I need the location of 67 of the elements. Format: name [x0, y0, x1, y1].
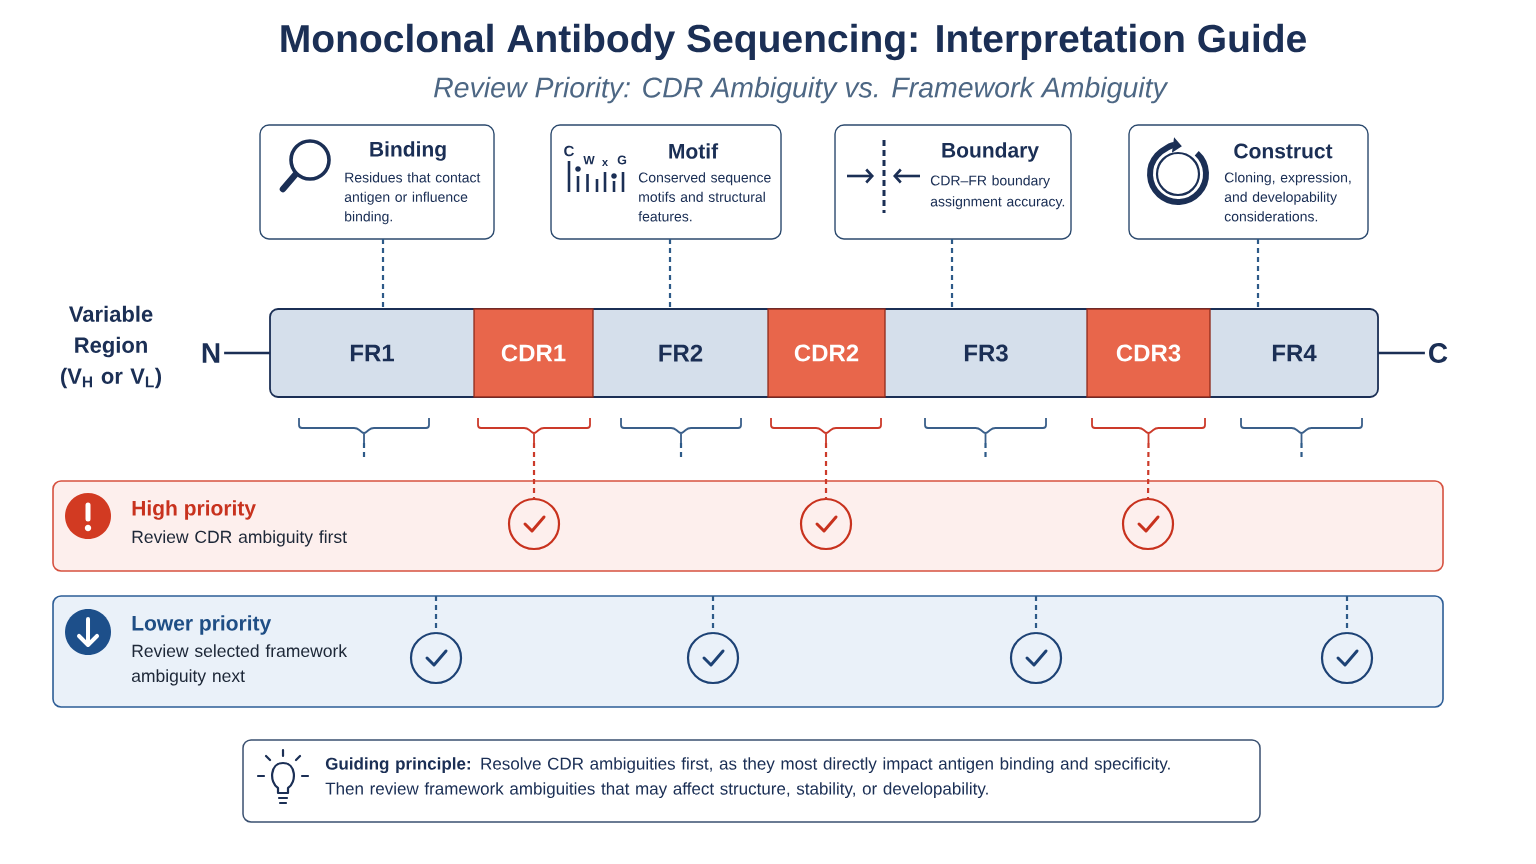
card-text: Conserved sequence motifs and structural features. — [638, 172, 771, 222]
dashed-connector — [1300, 443, 1303, 458]
info-card — [550, 124, 782, 240]
check-icon — [507, 497, 561, 551]
bracket — [477, 417, 591, 444]
band-text: Review selected framework ambiguity next — [131, 644, 348, 686]
bracket — [298, 417, 430, 444]
sequence-letter: G — [617, 155, 627, 165]
sequence-letter: C — [564, 145, 574, 157]
info-card — [259, 124, 495, 240]
segment-label: FR4 — [1272, 344, 1317, 362]
check-icon — [799, 497, 853, 551]
bracket — [620, 417, 742, 444]
sequence-letter: x — [602, 160, 608, 166]
info-card — [834, 124, 1072, 240]
band-heading: Lower priority — [132, 615, 272, 635]
card-title: Construct — [1234, 143, 1333, 159]
dashed-connector — [1345, 596, 1349, 633]
dashed-connector — [824, 443, 828, 499]
band-text: Review CDR ambiguity first — [132, 530, 347, 547]
dashed-connector — [679, 443, 683, 458]
card-text: Residues that contact antigen or influence binding. — [344, 172, 481, 225]
cdr-segment: CDR3 — [1086, 308, 1211, 398]
card-text: CDR–FR boundary assignment accuracy. — [930, 175, 1065, 210]
band-heading: High priority — [132, 500, 256, 520]
terminus-label: N — [202, 343, 220, 363]
check-icon — [1320, 631, 1374, 685]
dashed-connector — [984, 443, 987, 458]
info-card — [1128, 124, 1369, 240]
segment-label: FR3 — [964, 344, 1008, 362]
segment-label: FR2 — [659, 344, 703, 362]
card-text: Cloning, expression, and developability considerations. — [1224, 172, 1351, 222]
dashed-connector — [950, 239, 954, 309]
check-icon — [1009, 631, 1063, 685]
dashed-connector — [668, 239, 672, 309]
note-text: Guiding principle: Resolve CDR ambiguities first, as they most directly impact antigen binding and specificity. Then review framework ambiguities that may affect structure, stability, or developability. — [325, 757, 1170, 799]
check-icon — [1121, 497, 1175, 551]
bracket — [1240, 417, 1363, 444]
terminus-label: C — [1429, 343, 1448, 363]
cdr-segment: CDR1 — [473, 308, 594, 398]
check-icon — [686, 631, 740, 685]
region-label: Variable Region (V$_{H}$ or V$_{L}$) — [61, 305, 161, 389]
dashed-connector — [434, 596, 438, 633]
card-title: Motif — [669, 143, 719, 159]
segment-label: FR1 — [350, 344, 394, 362]
dashed-connector — [1146, 443, 1150, 499]
sequence-letter: W — [583, 155, 595, 165]
title: Monoclonal Antibody Sequencing: Interpretation Guide — [281, 23, 1306, 61]
bracket — [1091, 417, 1206, 444]
note-box — [242, 739, 1261, 823]
bracket — [924, 417, 1047, 444]
dashed-connector — [362, 443, 366, 458]
dashed-connector — [532, 443, 536, 499]
priority-band — [52, 480, 1444, 572]
dashed-connector — [711, 596, 715, 633]
card-title: Boundary — [942, 142, 1039, 162]
subtitle: Review Priority: CDR Ambiguity vs. Framework Ambiguity — [434, 76, 1169, 104]
priority-band — [52, 595, 1444, 708]
check-icon — [409, 631, 463, 685]
bracket — [770, 417, 882, 444]
dashed-connector — [381, 239, 385, 309]
dashed-connector — [1256, 239, 1260, 309]
card-title: Binding — [370, 141, 446, 161]
connector-line — [224, 351, 270, 355]
connector-line — [1378, 351, 1425, 355]
cdr-segment: CDR2 — [767, 308, 886, 398]
dashed-connector — [1034, 596, 1038, 633]
